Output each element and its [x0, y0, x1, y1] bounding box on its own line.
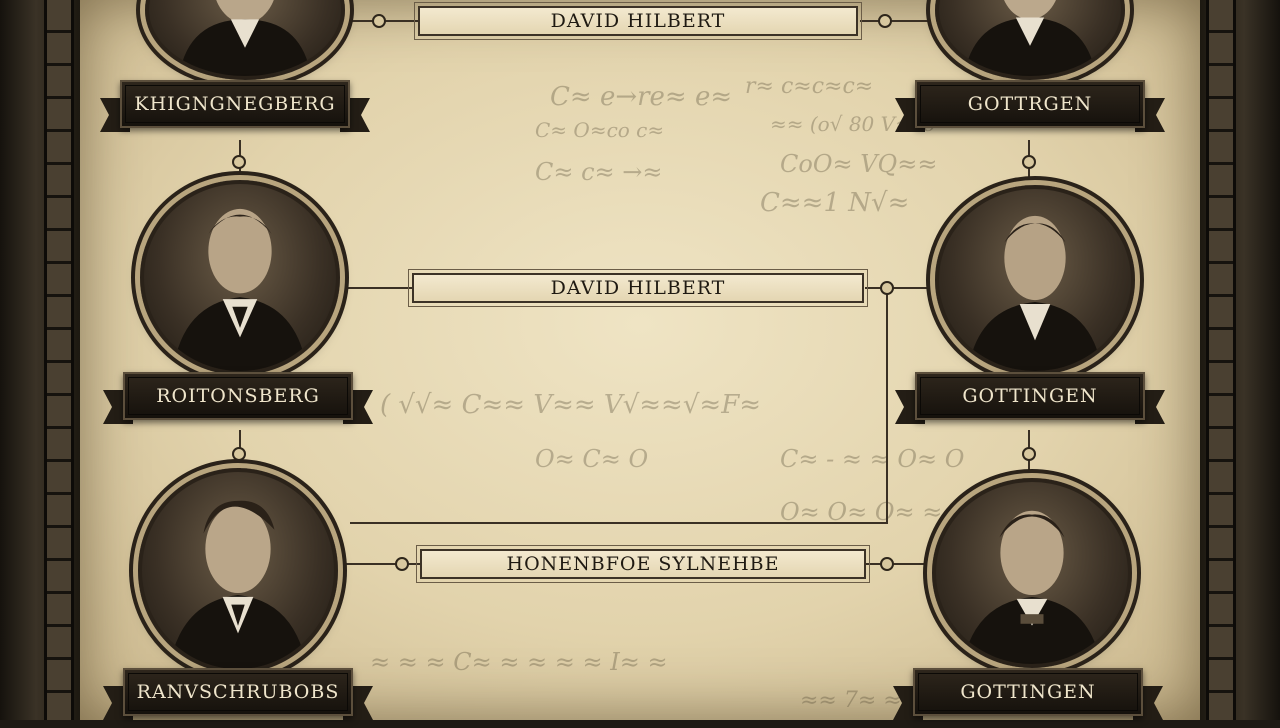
portrait-right-top: [935, 0, 1125, 80]
equation-scribble: ( √√≈ C≈≈ V≈≈ V√≈≈√≈F≈: [380, 390, 762, 420]
location-banner-right-bottom: GOTTINGEN: [893, 668, 1163, 728]
connector-node: [880, 281, 894, 295]
person-silhouette-icon: [172, 208, 308, 371]
connector-node: [232, 447, 246, 461]
connector-node: [1022, 155, 1036, 169]
person-silhouette-icon: [179, 0, 311, 76]
location-banner-left-bottom: RANVSCHRUBOBS: [103, 668, 373, 728]
portrait-left-bottom: [138, 468, 338, 673]
equation-scribble: O≈ C≈ O: [535, 445, 649, 473]
connector-line: [860, 20, 940, 22]
person-silhouette-icon: [168, 500, 308, 669]
banner-label: RANVSCHRUBOBS: [123, 668, 353, 716]
equation-scribble: ≈≈ 7≈ ≈: [800, 688, 902, 713]
center-name-plaque-middle: DAVID HILBERT: [408, 269, 868, 307]
banner-label: KHIGNGNEGBERG: [120, 80, 350, 128]
connector-line: [865, 563, 935, 565]
equation-scribble: C≈≈1 N√≈: [760, 188, 910, 218]
portrait-right-middle: [935, 185, 1135, 375]
location-banner-left-top: KHIGNGNEGBERG: [100, 80, 370, 140]
equation-scribble: O≈ O≈ O≈ ≈: [780, 498, 943, 526]
banner-label: GOTTINGEN: [913, 668, 1143, 716]
person-silhouette-icon: [964, 0, 1096, 76]
banner-label: GOTTRGEN: [915, 80, 1145, 128]
connector-node: [232, 155, 246, 169]
connector-node: [1022, 447, 1036, 461]
connector-line: [345, 563, 420, 565]
banner-label: ROITONSBERG: [123, 372, 353, 420]
connector-line: [886, 287, 888, 522]
connector-node: [395, 557, 409, 571]
portrait-left-middle: [140, 180, 340, 375]
equation-scribble: C≈ c≈ →≈: [535, 158, 663, 186]
person-silhouette-icon: [967, 215, 1103, 371]
location-banner-right-top: GOTTRGEN: [895, 80, 1165, 140]
equation-scribble: C≈ - ≈ ≈ O≈ O: [780, 445, 965, 473]
equation-scribble: r≈ c≈c≈c≈: [745, 74, 874, 99]
right-frame-border: [1200, 0, 1280, 720]
equation-scribble: C≈ O≈co c≈: [535, 118, 665, 142]
person-silhouette-icon: [963, 510, 1101, 664]
equation-scribble: ≈ ≈ ≈ C≈ ≈ ≈ ≈ ≈ I≈ ≈: [370, 648, 668, 676]
location-banner-right-middle: GOTTINGEN: [895, 372, 1165, 432]
connector-line: [350, 522, 888, 524]
equation-scribble: C≈ e→re≈ e≈: [550, 82, 733, 112]
location-banner-left-middle: ROITONSBERG: [103, 372, 373, 432]
banner-label: GOTTINGEN: [915, 372, 1145, 420]
center-name-plaque-top: DAVID HILBERT: [414, 2, 862, 40]
center-name-plaque-bottom: HONENBFOE SYLNEHBE: [416, 545, 870, 583]
connector-node: [372, 14, 386, 28]
portrait-left-top: [145, 0, 345, 80]
connector-line: [865, 287, 935, 289]
equation-scribble: CoO≈ VQ≈≈: [780, 150, 938, 178]
connector-node: [880, 557, 894, 571]
connector-node: [878, 14, 892, 28]
left-frame-border: [0, 0, 80, 720]
connector-line: [345, 287, 415, 289]
portrait-right-bottom: [932, 478, 1132, 668]
